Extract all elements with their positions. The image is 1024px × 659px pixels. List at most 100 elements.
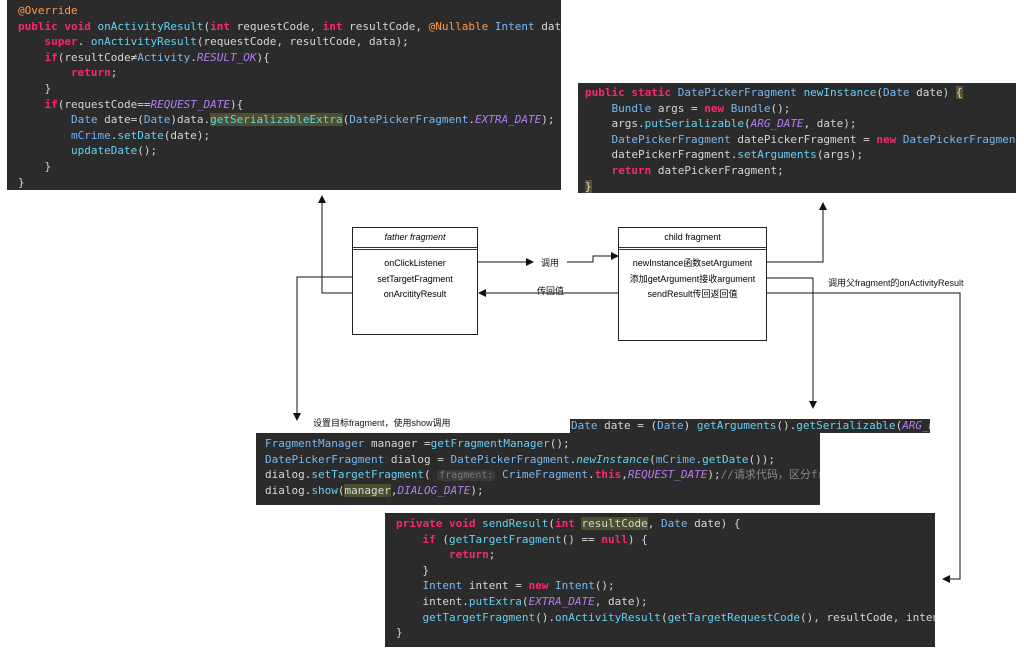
code-token: (), resultCode, intent); [800, 610, 935, 624]
code-token: date) [916, 86, 956, 99]
code-token: return [611, 163, 658, 177]
code-token [18, 144, 71, 157]
code-token [18, 35, 45, 48]
code-token: getTargetFragment [422, 610, 536, 624]
code-line: args.putSerializable(ARG_DATE, date); [585, 116, 1016, 132]
code-token: @Override [18, 4, 78, 17]
code-token: null [601, 532, 628, 546]
code-line: intent.putExtra(EXTRA_DATE, date); [396, 594, 935, 610]
code-token: ( [743, 117, 751, 131]
code-token: ); [470, 483, 484, 497]
code-token [396, 579, 423, 592]
code-token: date) { [694, 517, 741, 530]
code-line: @Override [18, 3, 561, 19]
code-token [18, 98, 45, 111]
code-token: DatePickerFragment [677, 86, 804, 99]
father-item-onclicklistener: onClickListener [384, 258, 446, 268]
code-line: Bundle args = new Bundle(); [585, 101, 1016, 117]
code-token: (); [770, 101, 791, 115]
code-token [18, 66, 71, 79]
code-token: . [190, 50, 197, 64]
code-token: getFragmentManager [430, 437, 550, 450]
child-fragment-box: child fragment newInstance函数setArgument … [618, 227, 767, 341]
code-token: { [955, 86, 963, 99]
code-token: ( [423, 468, 438, 482]
code-token: if [422, 532, 443, 546]
code-token: , [390, 483, 398, 497]
child-item-newinstance: newInstance函数setArgument [632, 258, 753, 268]
code-token: Bundle [730, 101, 771, 115]
code-token: ( [521, 594, 529, 608]
code-token: ( [442, 532, 449, 546]
code-token: Date [571, 419, 605, 432]
code-token: if [44, 97, 58, 111]
code-token: ); [541, 113, 555, 127]
code-line: return; [18, 65, 561, 81]
code-token: (requestCode== [57, 97, 151, 111]
code-token: ( [342, 113, 350, 127]
code-token: onActivityResult [97, 19, 204, 33]
code-token: RESULT_OK [196, 50, 257, 64]
code-line: DatePickerFragment datePickerFragment = … [585, 132, 1017, 148]
code-token: @Nullable [428, 19, 495, 33]
code-token: dialog. [265, 468, 312, 482]
code-token: (resultCode≠ [57, 50, 138, 64]
code-token: DIALOG_DATE [397, 483, 471, 497]
code-token [585, 133, 612, 146]
code-token: ; [110, 66, 118, 80]
code-token: ) { [627, 532, 648, 546]
code-token: (); [594, 579, 615, 593]
code-token: REQUEST_DATE [627, 468, 708, 482]
code-line: FragmentManager manager =getFragmentMana… [265, 436, 820, 452]
code-token: () == [561, 532, 602, 546]
code-token: . [77, 35, 91, 49]
father-fragment-title: father fragment [353, 228, 477, 250]
code-token: ){ [229, 97, 244, 111]
code-token: } [585, 179, 592, 193]
code-line: if(resultCode≠Activity.RESULT_OK){ [18, 50, 561, 66]
code-token: Date [883, 86, 917, 99]
code-line: Date date = (Date) getArguments().getSer… [571, 419, 930, 433]
code-token: . [468, 113, 476, 127]
father-item-settargetfragment: setTargetFragment [377, 273, 453, 284]
code-token: DatePickerFragment [265, 452, 391, 466]
arrow-child-to-sendresult-code [767, 292, 961, 583]
code-token: , [621, 468, 628, 482]
code-token: setTargetFragment [311, 468, 424, 482]
code-line: if (getTargetFragment() == null) { [396, 532, 935, 548]
code-line: if(requestCode==REQUEST_DATE){ [18, 97, 561, 113]
code-token: this [594, 468, 622, 482]
code-token: (); [549, 437, 570, 450]
code-token: Intent [554, 579, 595, 593]
code-token: void [448, 517, 483, 530]
code-line: return; [396, 547, 935, 563]
code-token: getSerializableExtra [210, 113, 343, 127]
code-token: fragment: [437, 470, 496, 482]
code-token: REQUEST_DATE [150, 97, 230, 111]
code-token: args. [585, 117, 645, 131]
code-line: } [396, 625, 935, 641]
code-token: mCrime [70, 128, 111, 142]
code-token: dialog. [265, 483, 312, 497]
code-token: Date [657, 419, 684, 432]
code-token: . [569, 452, 577, 466]
code-token: newInstance [803, 86, 877, 99]
code-token: ()); [748, 452, 776, 466]
label-call: 调用 [541, 258, 560, 268]
code-token: sendResult [482, 517, 549, 530]
code-token: date = ( [604, 419, 658, 432]
arrow-call-to-child [567, 252, 619, 263]
code-line: dialog.show(manager,DIALOG_DATE); [265, 483, 820, 499]
child-item-getargument: 添加getArgument接收argument [629, 273, 756, 284]
code-token: int [554, 517, 582, 530]
code-token: dialog = [390, 452, 451, 466]
code-token: return [448, 548, 489, 562]
code-token: ); [707, 468, 721, 482]
code-line: mCrime.setDate(date); [18, 128, 561, 144]
code-token: int [210, 19, 237, 33]
code-line: datePickerFragment.setArguments(args); [585, 147, 1016, 163]
code-token: ( [876, 86, 884, 99]
code-token: ARG_DATE [750, 117, 804, 131]
code-line: getTargetFragment().onActivityResult(get… [396, 610, 936, 626]
code-token: date=( [104, 113, 144, 127]
